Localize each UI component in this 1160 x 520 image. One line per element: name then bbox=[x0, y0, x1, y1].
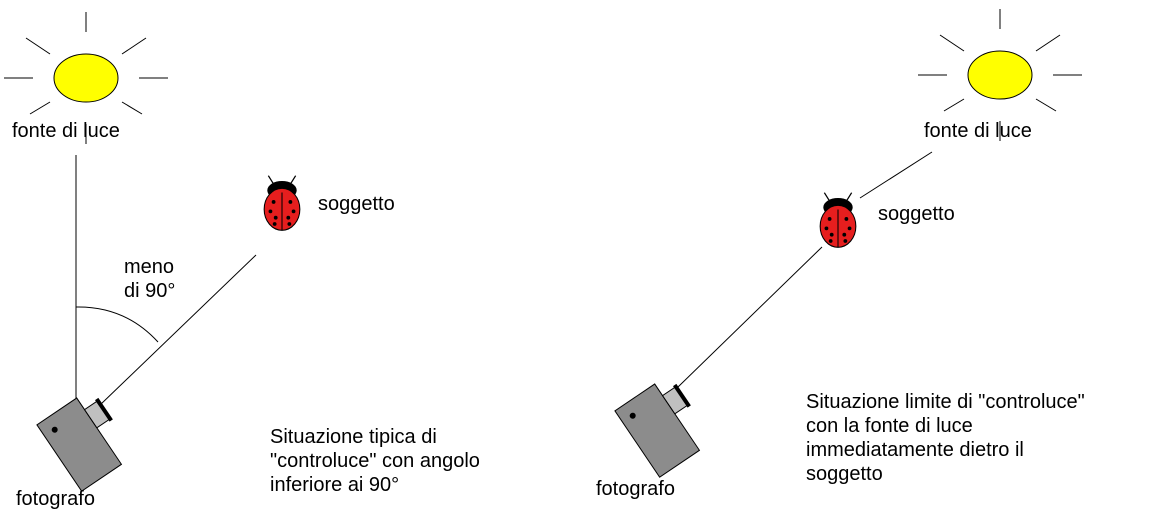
left-sun-icon bbox=[3, 11, 169, 145]
right-sun-icon bbox=[917, 8, 1083, 142]
right-photographer-label: fotografo bbox=[596, 478, 675, 500]
left-angle-label: meno di 90° bbox=[124, 256, 176, 302]
left-light-label: fonte di luce bbox=[12, 120, 120, 142]
left-photographer-label: fotografo bbox=[16, 488, 95, 510]
right-line-light-to-subject bbox=[859, 151, 933, 199]
right-camera-icon bbox=[614, 373, 715, 478]
right-caption: Situazione limite di "controluce" con la… bbox=[806, 391, 1085, 485]
right-light-label: fonte di luce bbox=[924, 120, 1032, 142]
right-ladybug-icon bbox=[819, 192, 857, 248]
left-subject-label: soggetto bbox=[318, 193, 395, 215]
left-ladybug-icon bbox=[263, 175, 301, 231]
right-subject-label: soggetto bbox=[878, 203, 955, 225]
right-line-subject-to-camera bbox=[677, 246, 823, 388]
left-camera-icon bbox=[36, 387, 137, 492]
left-angle-arc bbox=[75, 306, 159, 343]
left-subject-line bbox=[99, 254, 257, 406]
left-caption: Situazione tipica di "controluce" con an… bbox=[270, 426, 480, 496]
